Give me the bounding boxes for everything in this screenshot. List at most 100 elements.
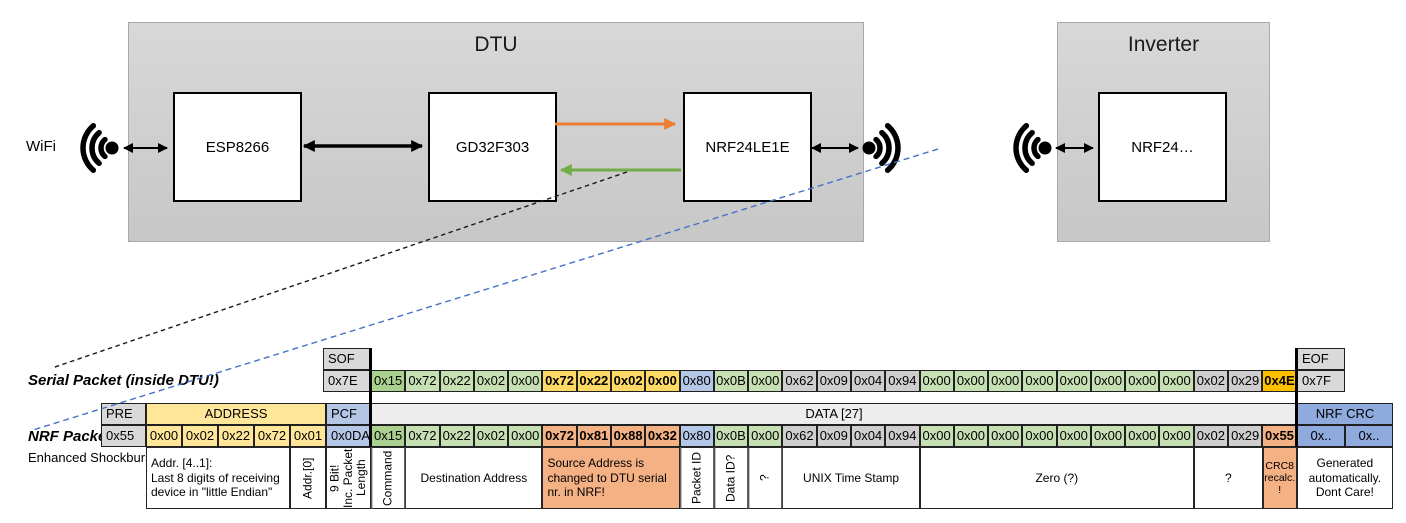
byte-cell: 0x00 [988,370,1023,392]
byte-cell: 0x.. [1297,425,1345,447]
annotation-destination-address: Destination Address [405,447,543,509]
byte-cell: 0x00 [953,370,989,392]
pcf-value: 0x0DA [326,425,371,447]
sof-value: 0x7E [323,370,371,392]
nrf24le1e-label: NRF24LE1E [705,138,790,156]
address-header: ADDRESS [146,403,326,425]
byte-cell: 0x01 [290,425,326,447]
byte-cell: 0x72 [405,425,440,447]
byte-cell: 0x02 [1193,370,1229,392]
byte-cell: 0x00 [1125,425,1160,447]
byte-cell: 0x94 [885,370,920,392]
esp8266-box: ESP8266 [173,92,302,202]
byte-cell: 0x81 [576,425,611,447]
byte-cell: 0x55 [1262,425,1297,447]
annotation-address-0: Addr.[0] [290,447,326,509]
annotation-packet-id: Packet ID [679,447,714,509]
byte-cell: 0x00 [508,370,543,392]
eof-header: EOF [1297,348,1345,370]
annotation-nrf-crc: Generated automatically. Dont Care! [1296,447,1393,509]
alignment-line-right [1295,348,1298,447]
annotation-source-address: Source Address is changed to DTU serial … [542,447,680,509]
annotation-row: Addr. [4..1]: Last 8 digits of receiving… [146,447,1393,509]
byte-cell: 0x0B [713,425,749,447]
byte-cell: 0x02 [473,425,509,447]
annotation-question-2: ? [1194,447,1263,509]
esp8266-label: ESP8266 [205,138,270,156]
byte-cell: 0x88 [610,425,646,447]
byte-cell: 0x00 [1159,370,1194,392]
inverter-title: Inverter [1127,33,1200,56]
gd32f303-label: GD32F303 [455,138,530,156]
byte-cell: 0x02 [610,370,646,392]
byte-cell: 0x00 [508,425,543,447]
data-header: DATA [27] [371,403,1297,425]
byte-cell: 0x80 [679,425,714,447]
byte-cell: 0x4E [1262,370,1297,392]
byte-cell: 0x22 [218,425,254,447]
byte-cell: 0x00 [748,425,783,447]
byte-cell: 0x00 [1056,425,1091,447]
byte-cell: 0x22 [576,370,611,392]
nrf-crc-header: NRF CRC [1297,403,1393,425]
byte-cell: 0x22 [439,425,474,447]
byte-cell: 0x00 [1022,425,1057,447]
byte-cell: 0x72 [254,425,290,447]
inverter-nrf24-box: NRF24… [1098,92,1227,202]
annotation-question-1: ? [748,447,783,509]
byte-cell: 0x00 [1159,425,1194,447]
byte-cell: 0x15 [371,425,406,447]
annotation-command: Command [371,447,406,509]
byte-cell: 0x04 [850,370,886,392]
byte-cell: 0x62 [782,370,817,392]
byte-cell: 0x22 [439,370,474,392]
annotation-crc8: CRC8 recalc. ! [1262,447,1297,509]
pcf-header: PCF [326,403,371,425]
byte-cell: 0x80 [679,370,714,392]
annotation-zero: Zero (?) [919,447,1194,509]
byte-cell: 0x00 [988,425,1023,447]
pre-header: PRE [101,403,146,425]
byte-cell: 0x94 [885,425,920,447]
byte-cell: 0x00 [1090,370,1126,392]
byte-cell: 0x09 [816,370,851,392]
byte-cell: 0x72 [542,370,577,392]
wifi-icon-dtu-right [862,123,901,173]
wifi-label: WiFi [26,138,56,155]
byte-cell: 0x00 [748,370,783,392]
enhanced-shockburst-label: Enhanced Shockburst [28,450,156,465]
byte-cell: 0x00 [146,425,182,447]
nrf-crc-byte-row: 0x..0x.. [1297,425,1393,447]
annotation-pcf: 9 Bit! Inc. Packet Length [326,447,371,509]
byte-cell: 0x00 [919,370,954,392]
byte-cell: 0x00 [953,425,989,447]
byte-cell: 0x09 [816,425,851,447]
byte-cell: 0x00 [1125,370,1160,392]
eof-value: 0x7F [1297,370,1345,392]
byte-cell: 0x0B [713,370,749,392]
gd32f303-box: GD32F303 [428,92,557,202]
inverter-nrf24-label: NRF24… [1131,138,1194,156]
byte-cell: 0x02 [182,425,218,447]
byte-cell: 0x00 [1022,370,1057,392]
wifi-icon-inverter [1013,123,1052,173]
annotation-unix-timestamp: UNIX Time Stamp [782,447,920,509]
byte-cell: 0x.. [1345,425,1393,447]
nrf-packet-label: NRF Packet [28,428,112,445]
byte-cell: 0x15 [371,370,406,392]
pre-value: 0x55 [101,425,146,447]
sof-header: SOF [323,348,371,370]
nrf24le1e-box: NRF24LE1E [683,92,812,202]
annotation-data-id: Data ID? [713,447,749,509]
byte-cell: 0x62 [782,425,817,447]
alignment-line-left [369,348,372,447]
serial-packet-label: Serial Packet (inside DTU!) [28,372,219,389]
byte-cell: 0x29 [1228,370,1263,392]
byte-cell: 0x72 [542,425,577,447]
byte-cell: 0x00 [645,370,680,392]
byte-cell: 0x32 [645,425,680,447]
